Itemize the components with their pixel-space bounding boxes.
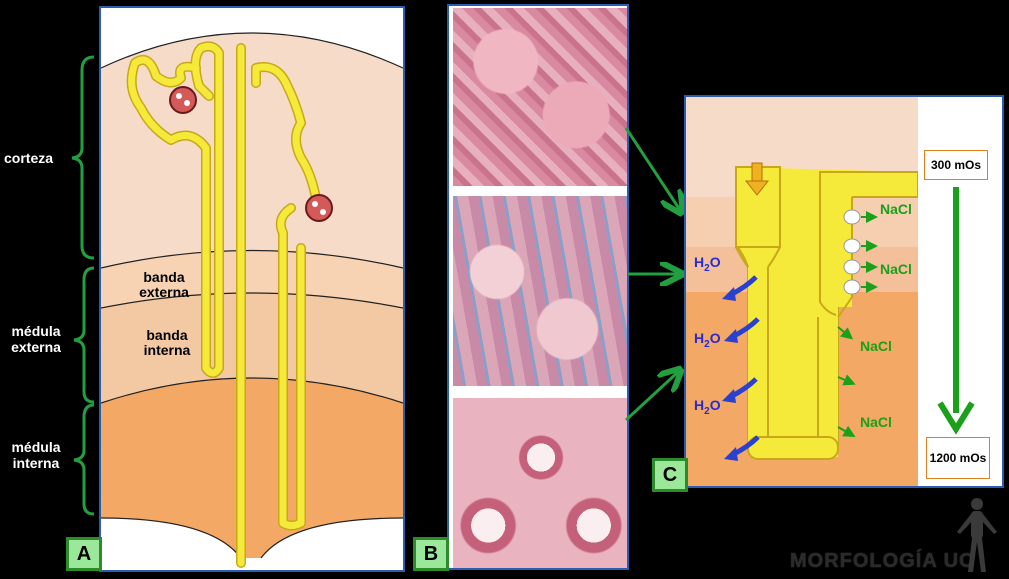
- watermark-text: MORFOLOGÍA UC: [790, 550, 975, 572]
- inner-medulla-zone: [101, 378, 403, 558]
- banda-interna-line1: banda: [146, 327, 188, 343]
- tubule-coil-1: [192, 42, 223, 100]
- water-label-1: H2O: [694, 254, 721, 274]
- region-brackets: [71, 55, 95, 516]
- nephron-illustration: [101, 32, 403, 568]
- arrow-inner-to-c: [624, 372, 678, 422]
- proximal-tubule-1: [128, 49, 223, 377]
- osmolarity-top-box: 300 mOs: [924, 150, 988, 180]
- outer-stripe-zone: [101, 250, 403, 308]
- corteza-bracket: [71, 55, 95, 260]
- banda-externa-line2: externa: [139, 284, 189, 300]
- distal-tubule: [252, 63, 320, 202]
- arrow-cortex-to-c: [624, 127, 680, 210]
- panel-b-micrographs: [447, 4, 629, 570]
- micrograph-inner-medulla: [453, 398, 627, 568]
- micrograph-outer-medulla: [453, 196, 627, 386]
- glomerulus-2: [305, 194, 333, 222]
- nacl-label-3: NaCl: [860, 338, 892, 354]
- panel-c-countercurrent-diagram: H2O H2O H2O NaCl NaCl NaCl NaCl 300 mOs …: [684, 95, 1004, 488]
- nacl-label-1: NaCl: [880, 201, 912, 217]
- nacl-efflux-arrows: [837, 211, 878, 437]
- banda-interna-line2: interna: [143, 342, 191, 358]
- nacl-label-2: NaCl: [880, 261, 912, 277]
- glomerulus-1: [169, 86, 197, 114]
- micrograph-cortex: [453, 8, 627, 186]
- loop-of-henle-long: [277, 204, 305, 529]
- nacl-pumps: [843, 209, 861, 295]
- banda-externa-line1: banda: [143, 269, 185, 285]
- medula-externa-line1: médula: [11, 323, 61, 339]
- osmolarity-bottom-box: 1200 mOs: [926, 437, 990, 479]
- panel-a-nephron-diagram: banda externa banda interna: [99, 6, 405, 572]
- banda-externa-label: banda externa: [129, 270, 199, 300]
- panel-b-label: B: [413, 537, 449, 571]
- panel-a-label: A: [66, 537, 102, 571]
- water-label-2: H2O: [694, 330, 721, 350]
- banda-interna-label: banda interna: [137, 328, 197, 358]
- medula-interna-label: médula interna: [6, 439, 66, 471]
- inflow-arrow-head: [744, 180, 770, 196]
- water-label-3: H2O: [694, 397, 721, 417]
- panel-c-label: C: [652, 458, 688, 492]
- medula-interna-line1: médula: [11, 439, 61, 455]
- anatomy-figure-icon: [957, 498, 997, 572]
- connector-arrows: [624, 127, 690, 422]
- medula-externa-label: médula externa: [6, 323, 66, 355]
- nacl-label-4: NaCl: [860, 414, 892, 430]
- medula-interna-line2: interna: [12, 455, 60, 471]
- inner-stripe-zone: [101, 293, 403, 403]
- medula-interna-bracket: [73, 403, 95, 516]
- medula-externa-bracket: [73, 266, 95, 404]
- inflow-arrow-shaft: [751, 162, 763, 184]
- medula-externa-line2: externa: [11, 339, 61, 355]
- corteza-label: corteza: [4, 150, 54, 166]
